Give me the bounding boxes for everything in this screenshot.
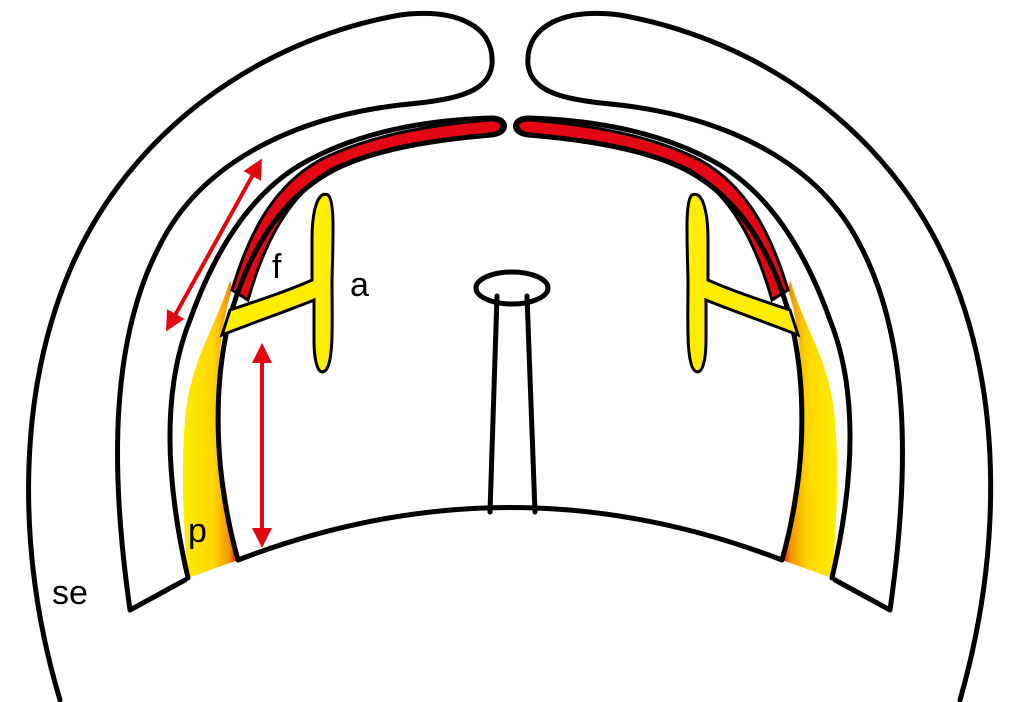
surface-ectoderm-right — [528, 13, 991, 700]
label-a: a — [350, 268, 369, 302]
label-p: p — [188, 514, 207, 548]
right-f-region — [518, 120, 788, 300]
label-se: se — [52, 576, 88, 610]
notochord-stalk — [490, 296, 535, 512]
floor-line — [238, 508, 782, 561]
label-f: f — [272, 250, 281, 284]
notochord-head — [476, 272, 548, 304]
